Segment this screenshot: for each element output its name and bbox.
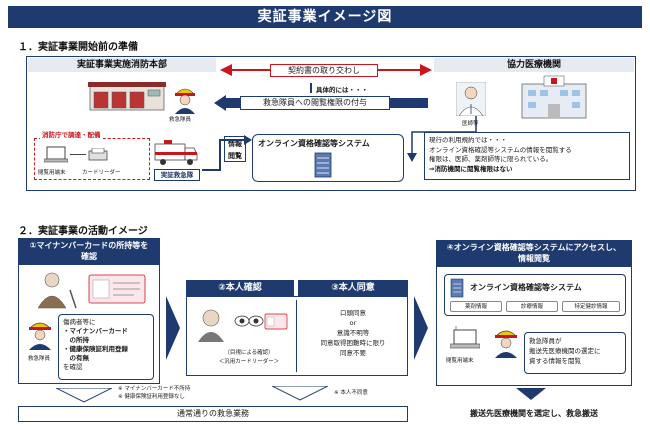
doctor-icon xyxy=(456,82,486,116)
patient-icon xyxy=(198,309,224,342)
step1-title: ①マイナンバーカードの所持等を確認 xyxy=(18,238,160,264)
footnote-line: ※ マイナンバーカード不所持 xyxy=(118,386,191,392)
note-line: ⇒消防機関に閲覧権限はない xyxy=(429,164,513,173)
note-line: オンライン資格確認等システムの情報を閲覧する xyxy=(429,145,572,154)
paramedic-icon xyxy=(175,88,195,114)
flow-chevron xyxy=(166,296,180,360)
grant-label: 救急隊員への閲覧権限の付与 xyxy=(240,96,390,110)
tab-health-checkup-info: 特定健診情報 xyxy=(562,301,620,312)
consent-line: or xyxy=(349,319,357,327)
step23-divider xyxy=(296,300,297,372)
checklist-line: の所持 xyxy=(63,336,90,344)
laptop-icon xyxy=(450,326,480,349)
step2-caption2: ＜汎用カードリーダー＞ xyxy=(218,359,280,365)
cable-line xyxy=(70,154,86,155)
tab-drug-info: 薬剤情報 xyxy=(450,301,502,312)
checklist-line: の有無 xyxy=(63,354,90,362)
ambulance-label: 実証救急隊 xyxy=(154,169,200,181)
step4-note-line: 救急隊員が xyxy=(529,337,562,345)
checklist-line: ・健康保険証利用登録 xyxy=(63,345,128,353)
step4-system-box xyxy=(444,274,626,316)
elderly-person-icon xyxy=(37,272,77,309)
down-arrow xyxy=(516,388,546,400)
laptop-icon xyxy=(44,146,68,163)
footnote1: ※ マイナンバーカード不所持 ※ 健康保険証利用登録なし xyxy=(118,385,190,401)
step4-note-line: 搬送先医療機関の選定に xyxy=(529,347,601,355)
step4-note-line: 資する情報を閲覧 xyxy=(529,357,581,365)
distribution-label: 消防庁で調達・配備 xyxy=(40,129,103,139)
info-flow-arrow xyxy=(202,135,252,171)
consent-line: 口頭同意 xyxy=(340,309,366,317)
note-line: 現行の利用規約では・・・ xyxy=(429,136,507,144)
step1-paramedic-label: 救急隊員 xyxy=(28,356,51,362)
eyes-icon xyxy=(234,315,264,327)
paramedic-icon xyxy=(29,322,51,350)
consent-line: 意識不明等 xyxy=(336,329,370,337)
concretely-label: 具体的には・・・ xyxy=(316,86,368,94)
step1-checklist: 傷病者等に ・マイナンバーカード の所持 ・健康保険証利用登録 の有無 を確認 xyxy=(58,314,154,380)
consent-line: 同意不要 xyxy=(340,349,366,357)
usual-operations-bar: 通常通りの救急業務 xyxy=(18,406,408,422)
server-icon xyxy=(314,152,332,178)
step2-caption: （目視による確認） xyxy=(224,350,274,356)
final-label: 搬送先医療機関を選定し、救急搬送 xyxy=(470,409,598,418)
checklist-line: を確認 xyxy=(63,363,83,371)
ambulance-icon xyxy=(154,140,198,165)
contract-label: 契約書の取り交わし xyxy=(270,64,378,77)
step3-title: ③本人同意 xyxy=(298,280,408,296)
step2-title: ②本人確認 xyxy=(186,280,294,296)
step4-title: ④オンライン資格確認等システムにアクセスし、情報閲覧 xyxy=(436,240,632,266)
consent-line: 同意取得困難時に限り xyxy=(320,339,386,347)
my-number-card-icon xyxy=(88,274,146,304)
footnote-line: ※ 健康保険証利用登録なし xyxy=(118,394,185,400)
card-reader-icon xyxy=(88,148,108,161)
down-chevron xyxy=(56,388,112,403)
step23-box xyxy=(186,296,408,376)
section2-heading: ２．実証事業の活動イメージ xyxy=(18,226,148,237)
info-view-label: 情報閲覧 xyxy=(224,136,246,162)
step4-system-label: オンライン資格確認等システム xyxy=(470,283,582,292)
footnote2: ※ 本人不同意 xyxy=(334,390,368,396)
hospital-title: 協力医療機関 xyxy=(434,58,634,72)
doctor-label: 医師等 xyxy=(462,121,479,127)
terminal-label: 閲覧用端末 xyxy=(38,170,66,176)
card-reader-label: カードリーダー xyxy=(82,170,121,176)
step3-content: 口頭同意 or 意識不明等 同意取得困難時に限り 同意不要 xyxy=(298,308,408,358)
tab-medical-info: 診療情報 xyxy=(506,301,558,312)
title-banner: 実証事業イメージ図 xyxy=(8,6,642,28)
step4-note: 救急隊員が 搬送先医療機関の選定に 資する情報を閲覧 xyxy=(524,332,626,374)
flow-chevron xyxy=(414,296,428,360)
step4-terminal-label: 閲覧用端末 xyxy=(446,358,474,364)
regulation-notes: 現行の利用規約では・・・ オンライン資格確認等システムの情報を閲覧する 権限は、… xyxy=(424,132,630,180)
checklist-line: ・マイナンバーカード xyxy=(63,327,128,335)
id-card-icon xyxy=(264,313,288,330)
paramedic-icon xyxy=(495,330,517,358)
down-chevron xyxy=(272,386,328,401)
fire-station-icon xyxy=(88,82,166,111)
server-icon xyxy=(450,278,464,298)
note-line: 権限は、医師、薬剤師等に限られている。 xyxy=(429,155,553,163)
fire-hq-title: 実証事業実施消防本部 xyxy=(28,58,216,72)
checklist-line: 傷病者等に xyxy=(63,318,96,326)
system-label: オンライン資格確認等システム xyxy=(258,139,370,148)
hospital-icon xyxy=(521,75,587,119)
concretely-marker xyxy=(310,83,312,93)
paramedic-label: 救急隊員 xyxy=(169,117,192,123)
section1-heading: １．実証事業開始前の準備 xyxy=(18,42,138,53)
